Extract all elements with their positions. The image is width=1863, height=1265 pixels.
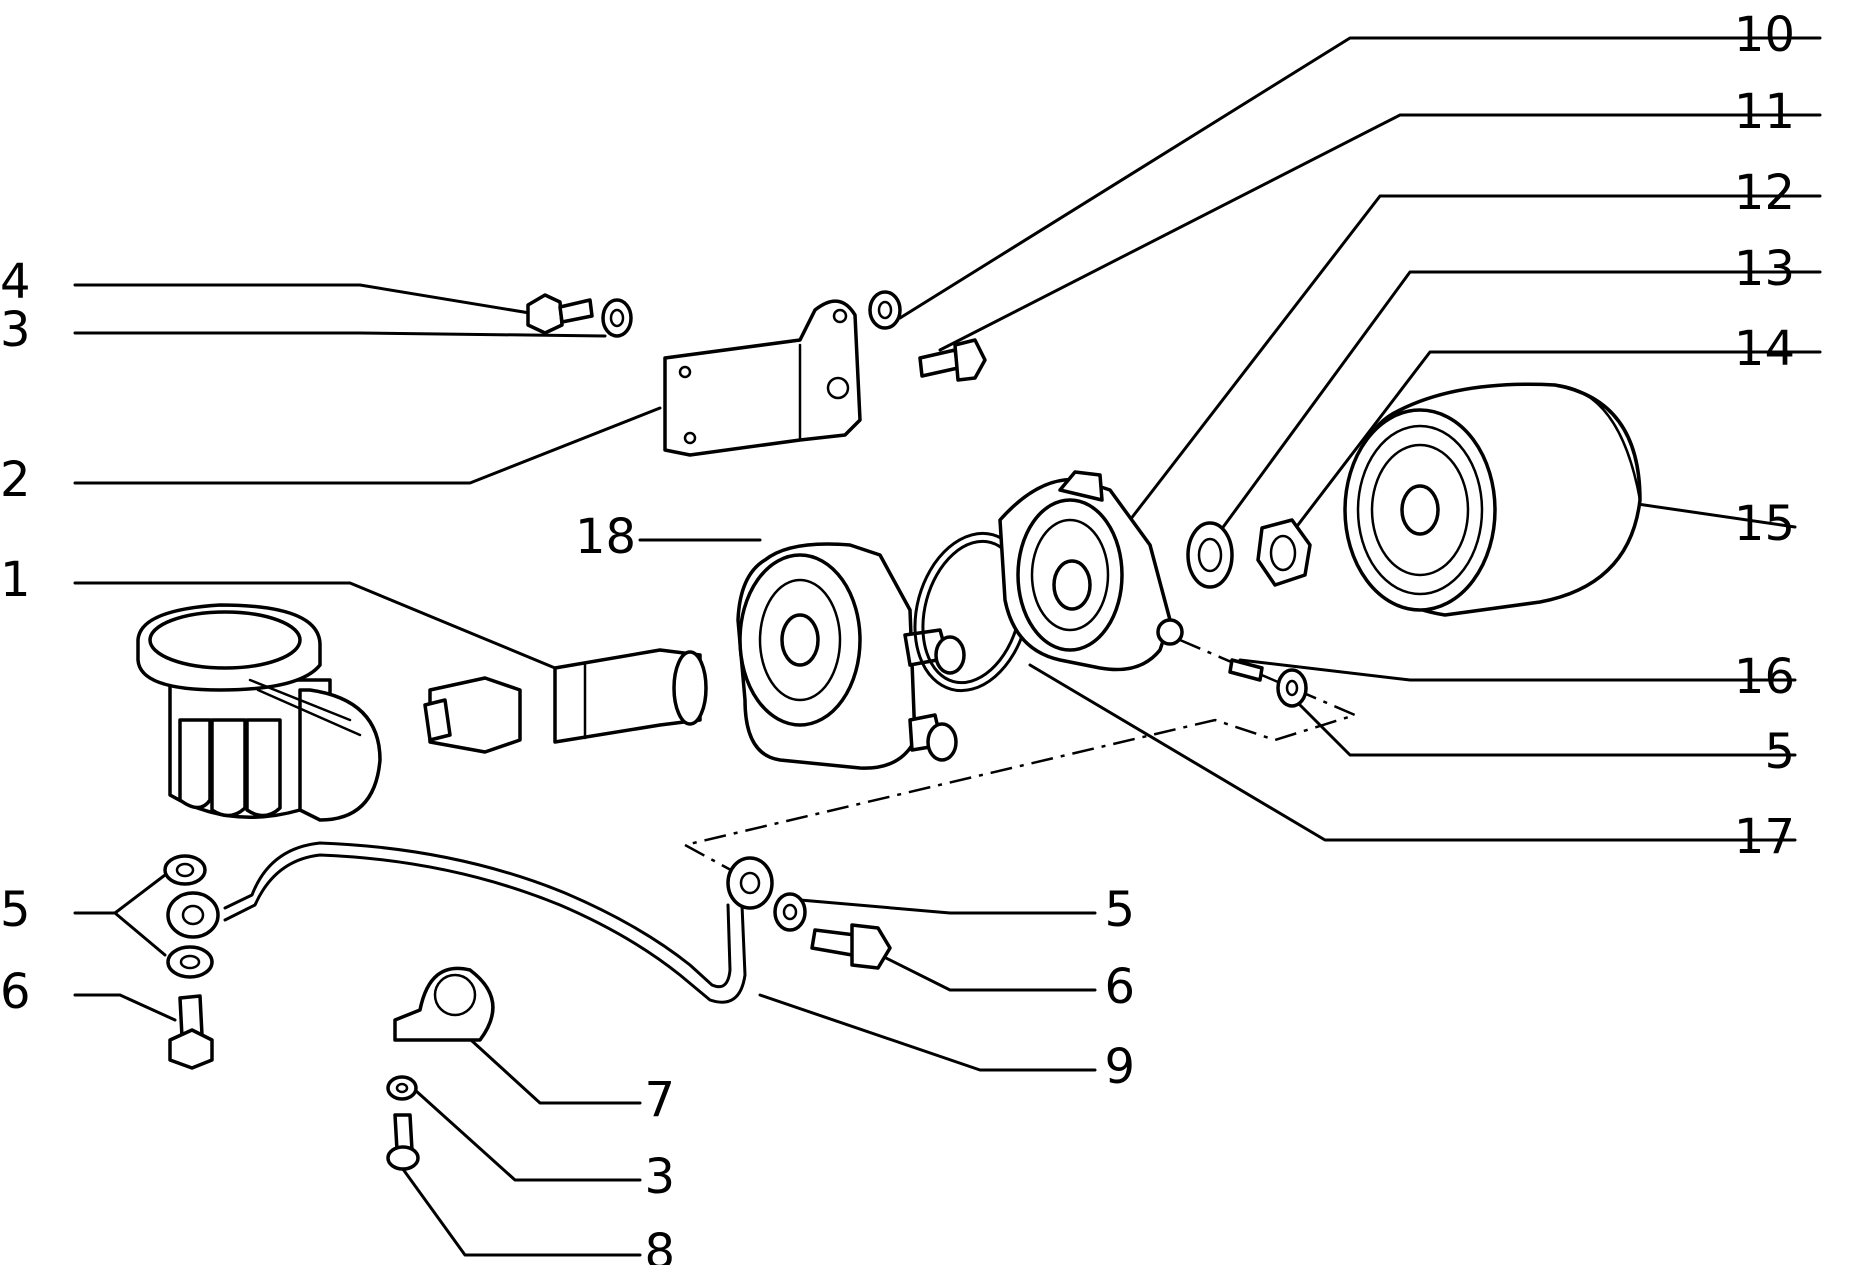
callout-3-top: 3 [0, 302, 31, 358]
callout-5-middle: 5 [1104, 882, 1135, 938]
part-2-bracket [663, 299, 862, 457]
part-13-seal [1186, 521, 1234, 589]
callout-16: 16 [1734, 649, 1795, 705]
callout-12: 12 [1734, 165, 1795, 221]
part-6-bolt-left [168, 994, 214, 1070]
part-12-filter-adapter [998, 470, 1184, 672]
part-5-washer-lower-left [166, 945, 214, 979]
part-6-bolt-middle [810, 923, 892, 970]
callout-4: 4 [0, 254, 31, 310]
callout-8: 8 [644, 1224, 675, 1265]
part-5-washer-middle [773, 892, 807, 932]
callout-3-bottom: 3 [644, 1149, 675, 1205]
assembly-centerline [681, 638, 1359, 877]
part-4-bolt [526, 293, 594, 335]
part-1-connector-fitting [423, 648, 708, 754]
callout-15: 15 [1734, 496, 1795, 552]
filter-housing-left [136, 603, 382, 822]
part-5-washer-upper-left [163, 854, 207, 886]
part-8-screw [386, 1113, 420, 1171]
callout-11: 11 [1734, 84, 1795, 140]
callout-18: 18 [575, 509, 636, 565]
part-14-nut [1256, 518, 1312, 587]
callout-17: 17 [1734, 809, 1795, 865]
callout-labels: 10 11 12 13 14 15 16 5 17 4 3 2 1 18 5 6… [0, 7, 1795, 1265]
callout-7: 7 [644, 1072, 675, 1128]
part-16-screw [1228, 658, 1264, 682]
part-5-washer-right [1276, 668, 1308, 708]
part-15-oil-filter [1343, 382, 1642, 617]
callout-1: 1 [0, 552, 31, 608]
part-11-bolt [918, 338, 987, 382]
part-7-clip [393, 966, 495, 1042]
callout-6-middle: 6 [1104, 959, 1135, 1015]
part-18-oil-cooler [736, 542, 966, 770]
callout-9: 9 [1104, 1039, 1135, 1095]
callout-5-left: 5 [0, 882, 31, 938]
part-10-washer [868, 290, 902, 330]
callout-5-right: 5 [1764, 724, 1795, 780]
part-3-washer-top [601, 298, 633, 338]
part-3-washer-bottom [386, 1075, 418, 1101]
callout-14: 14 [1734, 321, 1795, 377]
callout-10: 10 [1734, 7, 1795, 63]
part-9-pipe [166, 841, 774, 1004]
leader-lines [73, 36, 1822, 1257]
callout-6-left: 6 [0, 964, 31, 1020]
callout-13: 13 [1734, 241, 1795, 297]
callout-2: 2 [0, 452, 31, 508]
